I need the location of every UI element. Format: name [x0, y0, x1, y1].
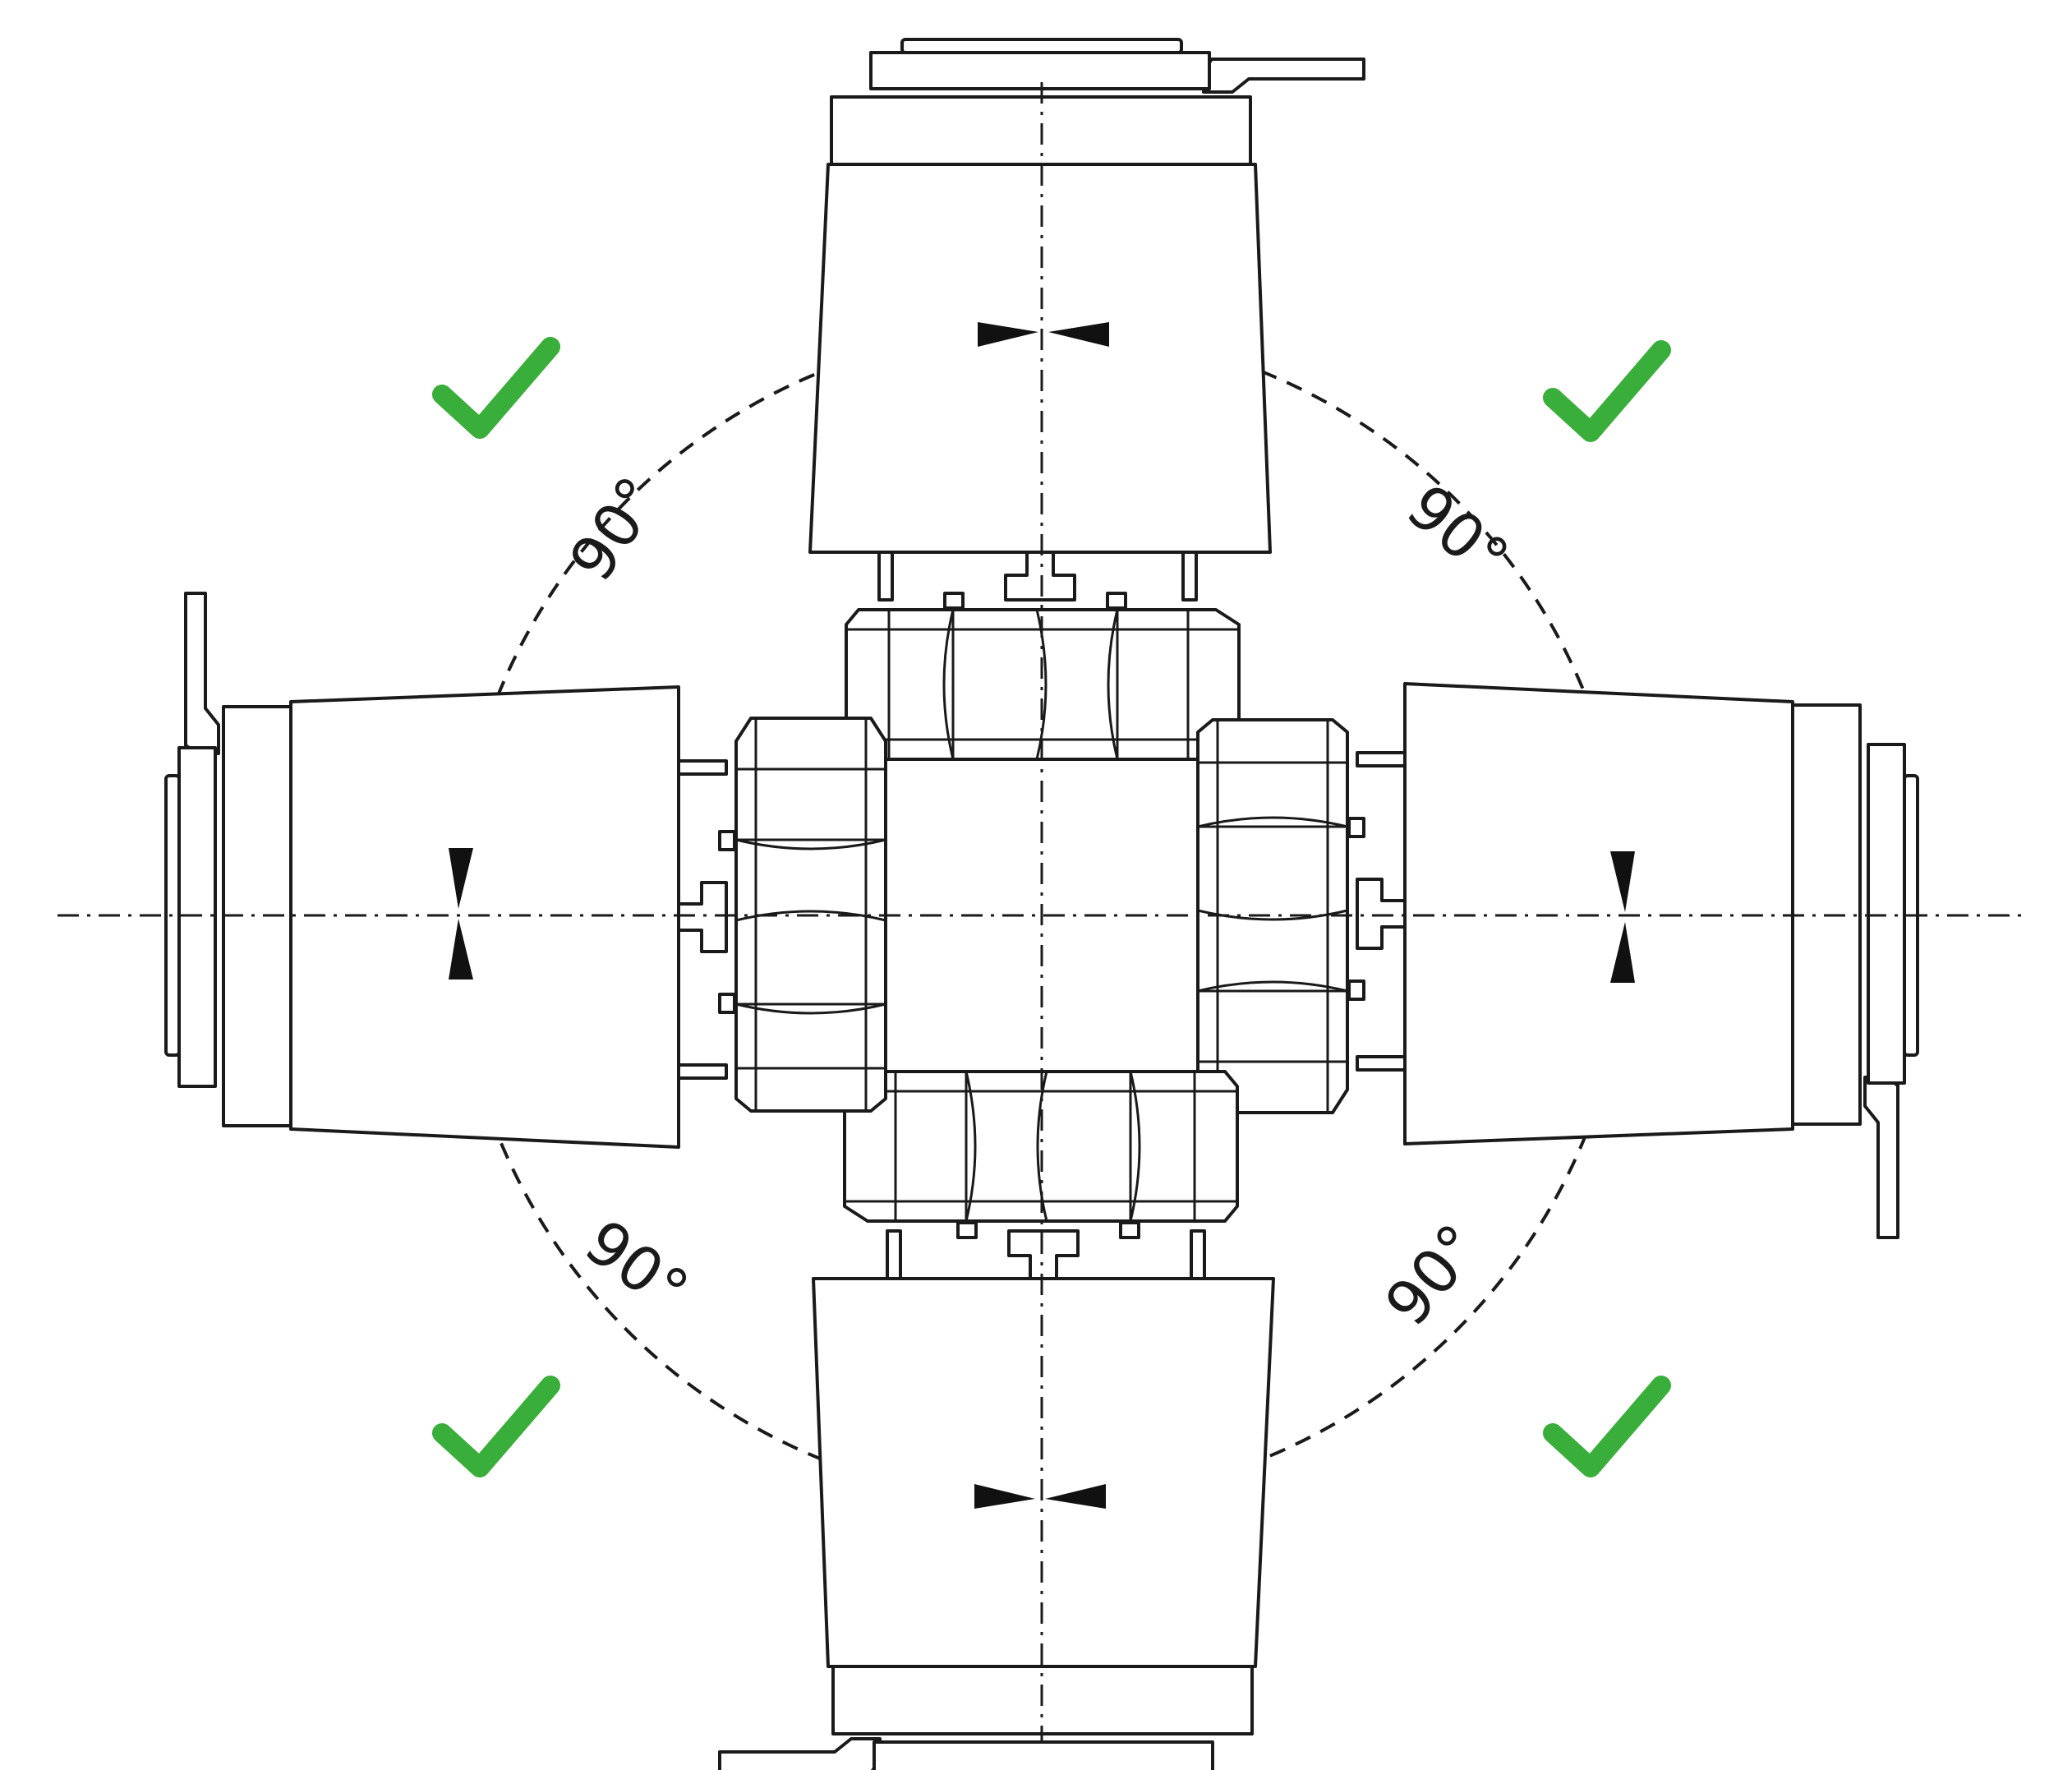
actuator-left — [164, 592, 887, 1149]
actuator-bottom — [718, 1070, 1275, 1770]
angle-label-top-left: 90° — [556, 465, 675, 594]
actuator-top — [808, 38, 1365, 761]
checkmark-icon — [1553, 1385, 1661, 1468]
angle-label-top-right: 90° — [1393, 472, 1522, 595]
angle-label-bottom-right: 90° — [1372, 1211, 1495, 1339]
checkmark-icon — [442, 1385, 550, 1468]
checkmark-icon — [442, 347, 550, 429]
actuator-right — [1196, 682, 1919, 1239]
checkmark-icon — [1553, 350, 1661, 432]
angle-label-bottom-left: 90° — [572, 1206, 701, 1327]
